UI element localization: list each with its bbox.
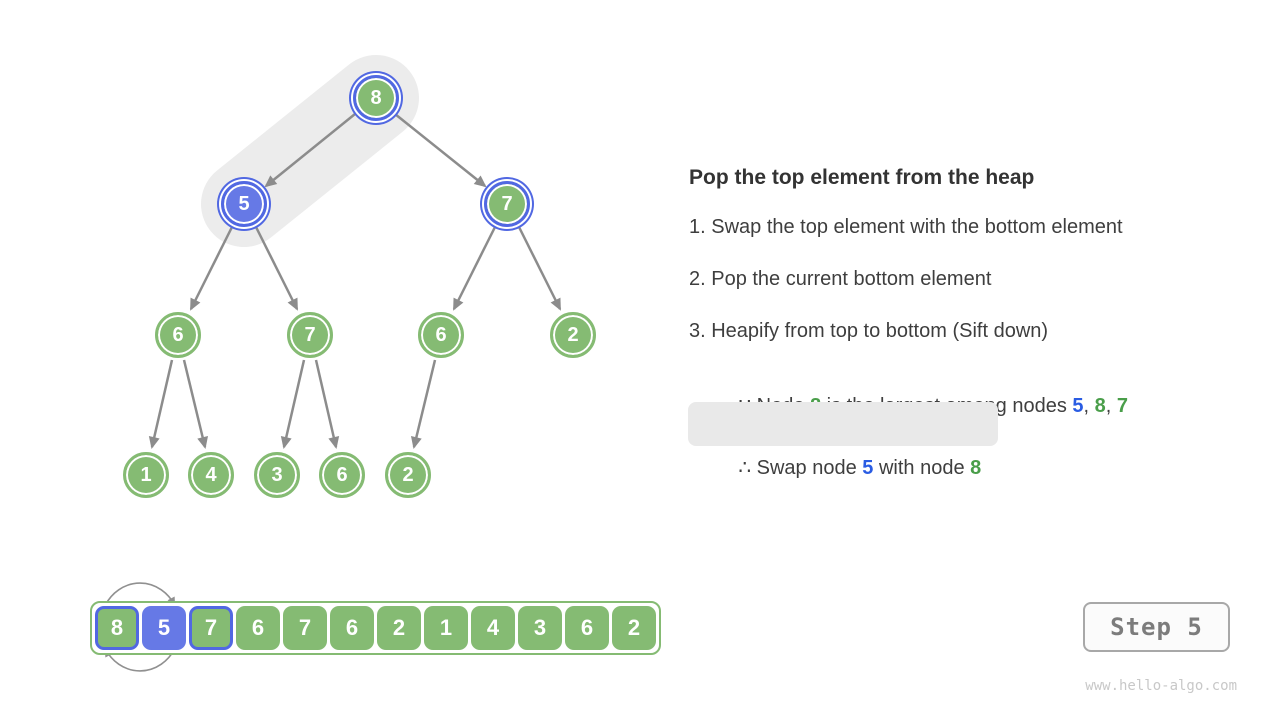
array-cell: 6	[330, 606, 374, 650]
node-ref-blue: 5	[1072, 395, 1084, 417]
step-line-2: 2. Pop the current bottom element	[689, 268, 992, 290]
array-cell: 8	[95, 606, 139, 650]
watermark: www.hello-algo.com	[1085, 678, 1237, 694]
node-ref-green: 7	[1116, 395, 1129, 417]
array-cell: 2	[377, 606, 421, 650]
array-cell: 7	[283, 606, 327, 650]
therefore-callout: ∴ Swap node 5 with node 8	[688, 402, 999, 479]
array-cell: 3	[518, 606, 562, 650]
tree-node: 6	[418, 312, 464, 358]
tree-node: 7	[484, 181, 530, 227]
panel-title: Pop the top element from the heap	[689, 166, 1035, 189]
tree-edges	[148, 113, 562, 449]
swap-arrows	[104, 582, 176, 672]
array-cell: 2	[612, 606, 656, 650]
tree-node: 5	[221, 181, 267, 227]
therefore-symbol: ∴	[738, 457, 757, 479]
tree-node: 6	[319, 452, 365, 498]
step-indicator: Step 5	[1083, 602, 1230, 652]
array-cell: 1	[424, 606, 468, 650]
array-cell: 7	[189, 606, 233, 650]
tree-node: 8	[353, 75, 399, 121]
array-cell: 5	[142, 606, 186, 650]
node-ref-blue: 5	[862, 457, 874, 479]
tree-node: 1	[123, 452, 169, 498]
step-indicator-label: Step 5	[1110, 613, 1203, 641]
tree-node: 3	[254, 452, 300, 498]
array-cell: 4	[471, 606, 515, 650]
tree-node: 4	[188, 452, 234, 498]
step-line-1: 1. Swap the top element with the bottom …	[689, 216, 1123, 238]
step-line-3: 3. Heapify from top to bottom (Sift down…	[689, 320, 1049, 342]
tree-edges-layer	[148, 55, 562, 449]
heap-array: 8 5 7 6 7 6 2 1 4 3 6 2	[90, 601, 661, 655]
tree-node: 7	[287, 312, 333, 358]
tree-node: 2	[550, 312, 596, 358]
tree-node: 2	[385, 452, 431, 498]
array-cell: 6	[565, 606, 609, 650]
node-ref-green: 8	[1094, 395, 1106, 417]
node-ref-green: 8	[970, 457, 982, 479]
array-cell: 6	[236, 606, 280, 650]
tree-node: 6	[155, 312, 201, 358]
